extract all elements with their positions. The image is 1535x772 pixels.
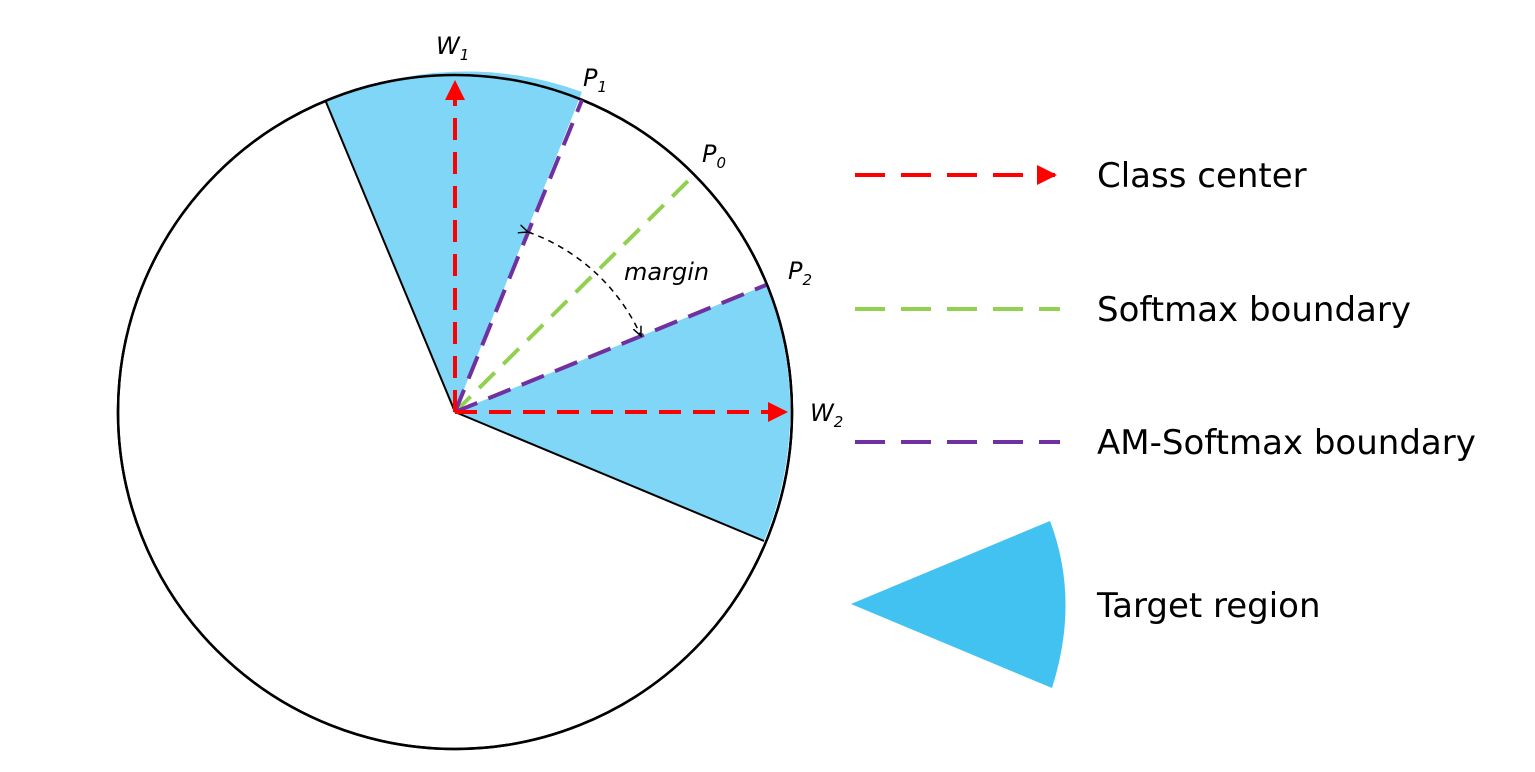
legend-target-region-label: Target region: [1096, 586, 1321, 626]
p2-label: P2: [788, 257, 812, 289]
p0-sub: 0: [716, 154, 726, 172]
w2-sub: 2: [834, 413, 844, 431]
legend-item-class-center: Class center: [855, 156, 1307, 196]
margin-label: margin: [624, 258, 709, 286]
legend: Class center Softmax boundary AM-Softmax…: [851, 156, 1476, 688]
am-softmax-boundary-p2: [454, 283, 767, 414]
w2-label: W2: [810, 399, 843, 431]
legend-item-am-softmax-boundary: AM-Softmax boundary: [855, 423, 1476, 463]
p0-base: P: [702, 140, 717, 168]
p1-base: P: [583, 64, 598, 92]
am-softmax-boundary-p1: [453, 99, 584, 413]
target-region-w2-edge: [454, 411, 765, 542]
p2-base: P: [788, 257, 803, 285]
target-region-w2: [455, 285, 791, 541]
legend-am-softmax-boundary-label: AM-Softmax boundary: [1097, 423, 1476, 463]
w1-base: W: [436, 32, 461, 60]
circle-outline: [116, 73, 794, 751]
p2-sub: 2: [802, 271, 812, 289]
w1-sub: 1: [460, 46, 470, 64]
w1-label: W1: [436, 32, 469, 64]
w2-base: W: [810, 399, 835, 427]
p1-sub: 1: [597, 78, 607, 96]
p0-label: P0: [702, 140, 726, 172]
legend-item-softmax-boundary: Softmax boundary: [855, 290, 1411, 330]
legend-softmax-boundary-label: Softmax boundary: [1097, 290, 1411, 330]
legend-target-region-swatch: [851, 521, 1066, 688]
legend-class-center-label: Class center: [1097, 156, 1307, 196]
target-region-w1-edge: [325, 101, 456, 413]
margin-arc: [528, 232, 641, 336]
softmax-boundary-line: [453, 174, 695, 414]
legend-item-target-region: Target region: [851, 521, 1321, 688]
p1-label: P1: [583, 64, 607, 96]
